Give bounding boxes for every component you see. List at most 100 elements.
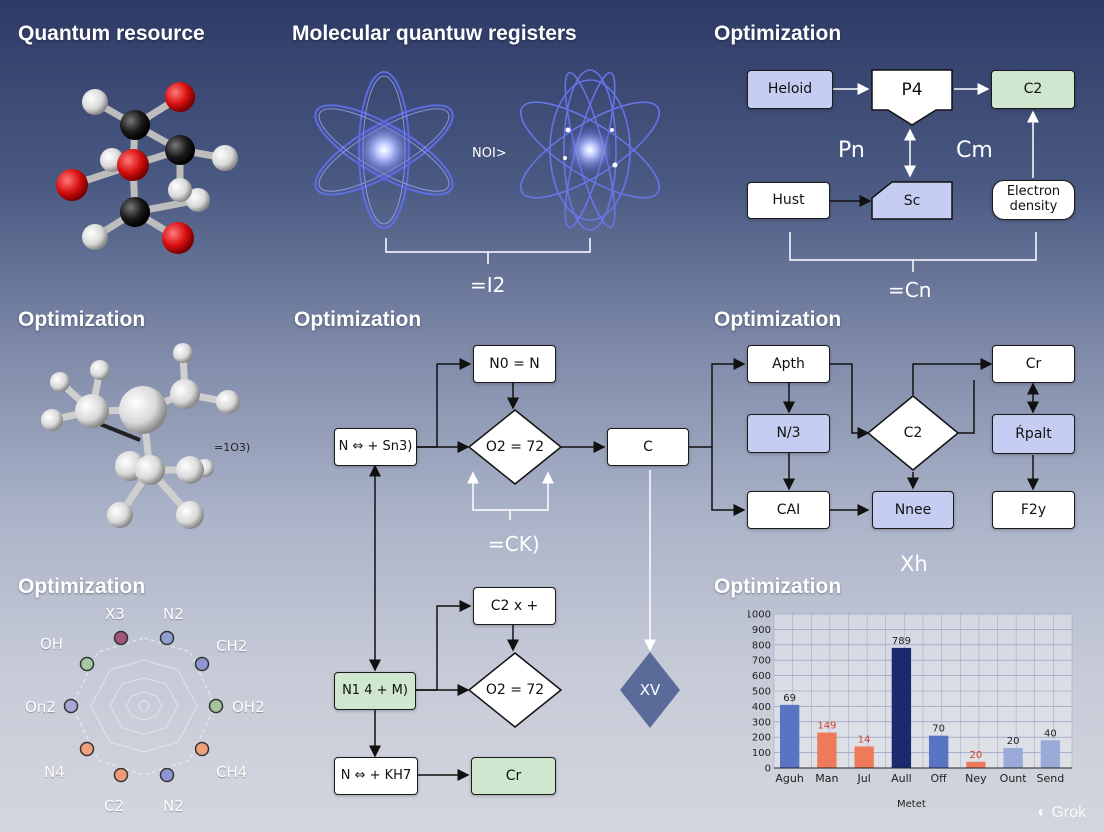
box-c2x: C2 x + bbox=[473, 587, 556, 625]
title-molecular-registers: Molecular quantuw registers bbox=[292, 22, 577, 45]
y-tick-label: 500 bbox=[752, 687, 771, 698]
bar-value-label: 149 bbox=[817, 721, 836, 732]
radar-node bbox=[79, 741, 95, 757]
x-tick-label: Send bbox=[1037, 772, 1065, 785]
diamond-xv: XV bbox=[639, 681, 661, 699]
box-sc: Sc bbox=[903, 192, 921, 209]
box-cr-right: Cr bbox=[992, 345, 1075, 383]
title-optimization-right: Optimization bbox=[714, 308, 842, 331]
diamond-c2: C2 bbox=[903, 425, 923, 441]
y-tick-label: 700 bbox=[752, 656, 771, 667]
watermark-text: Grok bbox=[1051, 804, 1086, 821]
radar-label: CH2 bbox=[216, 637, 248, 655]
registers-bracket-label: =I2 bbox=[470, 273, 506, 297]
radar-label: N2 bbox=[163, 797, 184, 815]
bar-value-label: 40 bbox=[1044, 728, 1057, 739]
diamond-o2-bottom: O2 = 72 bbox=[485, 682, 545, 698]
radar-node bbox=[79, 656, 95, 672]
y-tick-label: 300 bbox=[752, 717, 771, 728]
x-tick-label: Ount bbox=[1000, 772, 1028, 785]
diamond-o2-top: O2 = 72 bbox=[485, 439, 545, 455]
top-right-bracket-label: =Cn bbox=[888, 278, 932, 302]
radar-label: N4 bbox=[44, 763, 65, 781]
radar-label: N2 bbox=[163, 605, 184, 623]
title-optimization-bottom-left: Optimization bbox=[18, 575, 146, 598]
registers-mid-label: NOI> bbox=[472, 146, 507, 161]
x-tick-label: Aull bbox=[891, 772, 912, 785]
label-cm: Cm bbox=[956, 138, 993, 163]
title-optimization-left: Optimization bbox=[18, 308, 146, 331]
box-heloid: Heloid bbox=[747, 70, 833, 109]
bar bbox=[817, 732, 837, 768]
bar bbox=[854, 746, 874, 768]
center-bracket-label: =CK) bbox=[488, 532, 540, 556]
bar-value-label: 20 bbox=[970, 750, 983, 761]
radar-label: X3 bbox=[105, 605, 125, 623]
x-tick-label: Aguh bbox=[775, 772, 803, 785]
y-tick-label: 600 bbox=[752, 671, 771, 682]
bar-value-label: 20 bbox=[1007, 736, 1020, 747]
radar-label: On2 bbox=[25, 698, 56, 716]
y-tick-label: 900 bbox=[752, 625, 771, 636]
box-n3: N/3 bbox=[747, 414, 830, 453]
title-optimization-bottom-right: Optimization bbox=[714, 575, 842, 598]
radar-node bbox=[194, 741, 210, 757]
radar-node bbox=[113, 630, 129, 646]
watermark-grok: ◐ Grok bbox=[1037, 804, 1086, 821]
box-c: C bbox=[607, 428, 689, 466]
chart-x-axis-label: Metet bbox=[897, 799, 926, 810]
radar-node bbox=[159, 630, 175, 646]
box-c2-top: C2 bbox=[991, 70, 1075, 109]
radar-node bbox=[113, 767, 129, 783]
bar bbox=[1003, 747, 1023, 768]
box-nkh: N ⇔ + KH7 bbox=[334, 757, 418, 795]
bar bbox=[928, 735, 949, 768]
bar-value-label: 14 bbox=[858, 734, 871, 745]
x-tick-label: Man bbox=[815, 772, 838, 785]
y-tick-label: 0 bbox=[765, 764, 771, 775]
y-tick-label: 1000 bbox=[748, 610, 771, 621]
radar-label: CH4 bbox=[216, 763, 248, 781]
box-apth: Apth bbox=[747, 345, 830, 383]
box-p4: P4 bbox=[901, 80, 923, 100]
box-rpalt: Ŕpalt bbox=[992, 414, 1075, 454]
radar-label: C2 bbox=[104, 797, 125, 815]
bar bbox=[779, 704, 800, 768]
radar-node bbox=[194, 656, 210, 672]
label-xh: Xh bbox=[900, 552, 928, 576]
title-optimization-center: Optimization bbox=[294, 308, 422, 331]
label-pn: Pn bbox=[838, 138, 865, 163]
radar-node bbox=[208, 698, 224, 714]
x-tick-label: Ney bbox=[965, 772, 987, 785]
radar-node bbox=[63, 698, 79, 714]
x-tick-label: Off bbox=[931, 772, 948, 785]
y-tick-label: 100 bbox=[752, 748, 771, 759]
box-n-sn: N ⇔ + Sn3) bbox=[334, 428, 417, 466]
radar-label: OH2 bbox=[232, 698, 265, 716]
bar bbox=[1040, 740, 1061, 768]
y-tick-label: 800 bbox=[752, 640, 771, 651]
box-electron-density: Electron density bbox=[992, 180, 1075, 220]
radar-label: OH bbox=[40, 635, 64, 653]
bar bbox=[966, 761, 986, 768]
bar-value-label: 69 bbox=[783, 693, 796, 704]
molecule2-label: =1O3) bbox=[214, 441, 251, 454]
box-cal: CAI bbox=[747, 491, 830, 529]
box-n0: N0 = N bbox=[473, 345, 556, 383]
bar-value-label: 789 bbox=[892, 636, 911, 647]
x-tick-label: Jul bbox=[857, 772, 871, 785]
bar-value-label: 70 bbox=[932, 724, 945, 735]
box-nnee: Nnee bbox=[872, 491, 954, 529]
box-cr-bottom: Cr bbox=[471, 757, 556, 795]
bar bbox=[891, 647, 912, 768]
radar-node bbox=[159, 767, 175, 783]
box-hust: Hust bbox=[747, 182, 830, 219]
box-fzy: F2y bbox=[992, 491, 1075, 529]
box-n4m: N1 4 + M) bbox=[334, 672, 416, 710]
title-optimization-top-right: Optimization bbox=[714, 22, 842, 45]
y-tick-label: 200 bbox=[752, 733, 771, 744]
y-tick-label: 400 bbox=[752, 702, 771, 713]
title-quantum-resource: Quantum resource bbox=[18, 22, 205, 45]
